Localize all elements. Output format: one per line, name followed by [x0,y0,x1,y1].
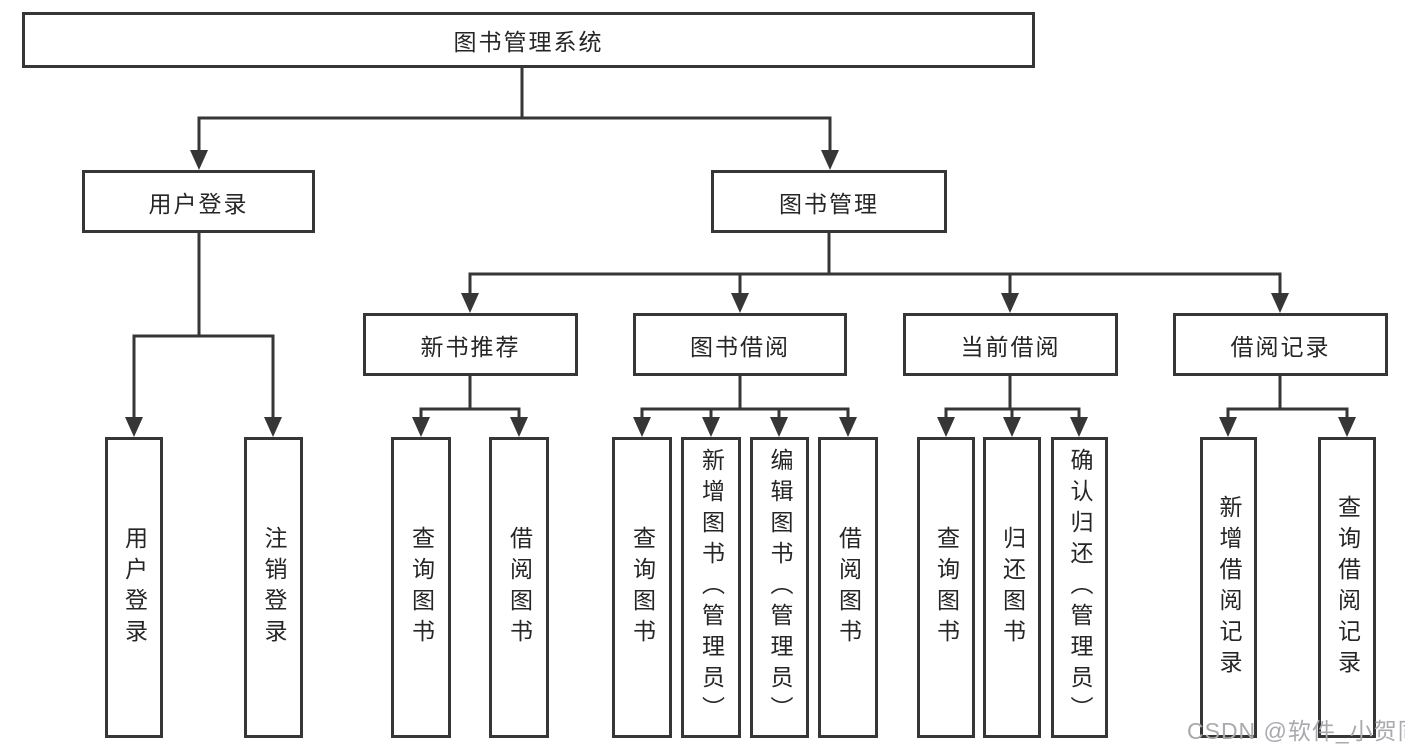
leaf-query-borrow-record: 查询借阅记录 [1318,437,1376,738]
leaf-query-borrow-record-label: 查询借阅记录 [1334,494,1361,681]
node-user-login-label: 用户登录 [148,190,249,217]
leaf-confirm-return-admin-label: 确认归还（管理员） [1067,448,1093,727]
leaf-recommend-query-books: 查询图书 [391,437,451,738]
leaf-add-books-admin-label: 新增图书（管理员） [698,448,725,727]
leaf-logout: 注销登录 [244,437,303,738]
node-new-book-recommend-label: 新书推荐 [420,333,521,360]
leaf-borrow-query-books: 查询图书 [612,437,672,738]
node-borrow-records-label: 借阅记录 [1230,333,1331,360]
connector-book-borrow-branch [633,376,857,437]
node-book-management-label: 图书管理 [779,190,879,217]
leaf-return-books: 归还图书 [983,437,1041,738]
leaf-add-borrow-record-label: 新增借阅记录 [1216,494,1242,681]
watermark: CSDN @软件_小贺同学 [1187,718,1405,744]
node-borrow-records: 借阅记录 [1173,313,1388,376]
leaf-recommend-borrow-books-label: 借阅图书 [506,525,533,650]
node-root-system: 图书管理系统 [22,12,1035,68]
node-book-borrow-label: 图书借阅 [690,333,790,360]
leaf-recommend-query-books-label: 查询图书 [408,525,435,650]
node-user-login: 用户登录 [82,170,315,233]
leaf-logout-label: 注销登录 [261,525,287,650]
connector-user-login-branch [125,233,282,437]
leaf-add-borrow-record: 新增借阅记录 [1200,437,1257,738]
leaf-edit-books-admin-label: 编辑图书（管理员） [767,448,793,727]
node-book-borrow: 图书借阅 [633,313,847,376]
leaf-user-login-label: 用户登录 [121,525,148,650]
leaf-add-books-admin: 新增图书（管理员） [681,437,741,738]
leaf-borrow-borrow-books: 借阅图书 [818,437,878,738]
node-new-book-recommend: 新书推荐 [363,313,578,376]
leaf-borrow-query-books-label: 查询图书 [629,525,656,650]
node-current-borrow: 当前借阅 [903,313,1118,376]
leaf-edit-books-admin: 编辑图书（管理员） [750,437,809,738]
leaf-confirm-return-admin: 确认归还（管理员） [1051,437,1108,738]
connector-book-management-branch [461,233,1289,313]
node-current-borrow-label: 当前借阅 [960,333,1061,360]
node-root-label: 图书管理系统 [453,29,604,55]
leaf-borrow-borrow-books-label: 借阅图书 [835,525,862,650]
connector-new-book-recommend-branch [412,376,528,437]
leaf-return-books-label: 归还图书 [999,525,1026,650]
node-book-management: 图书管理 [711,170,947,233]
leaf-user-login: 用户登录 [105,437,163,738]
leaf-current-query-books: 查询图书 [917,437,975,738]
connector-root-to-level2 [190,68,839,170]
connector-current-borrow-branch [937,376,1088,437]
leaf-current-query-books-label: 查询图书 [933,525,960,650]
connector-borrow-records-branch [1219,376,1356,437]
leaf-recommend-borrow-books: 借阅图书 [489,437,549,738]
